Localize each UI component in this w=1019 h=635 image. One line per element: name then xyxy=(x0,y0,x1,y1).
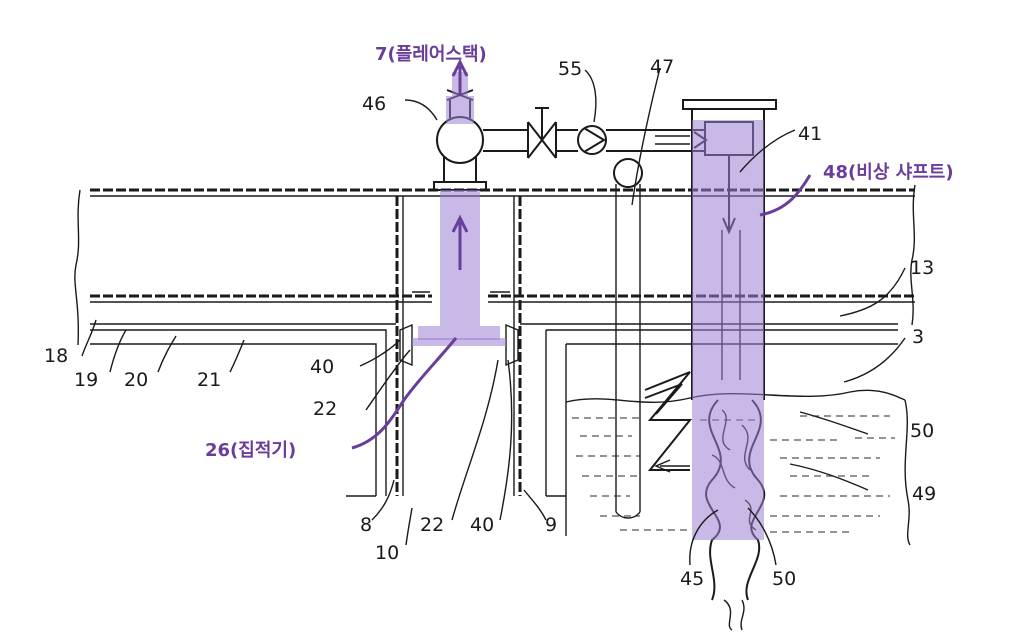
label-10: 10 xyxy=(375,542,399,564)
label-13: 13 xyxy=(910,257,934,279)
compartment-walls xyxy=(395,196,522,496)
label-8: 8 xyxy=(360,514,372,536)
label-49: 49 xyxy=(912,483,936,505)
upper-deck xyxy=(90,188,915,197)
pipe-to-shaft xyxy=(483,107,708,159)
label-46: 46 xyxy=(362,93,386,115)
shaft-highlight xyxy=(692,120,764,540)
label-22-left: 22 xyxy=(313,398,337,420)
label-41: 41 xyxy=(798,123,822,145)
label-21: 21 xyxy=(197,369,221,391)
label-50-right: 50 xyxy=(910,420,934,442)
label-40-left: 40 xyxy=(310,356,334,378)
label-18: 18 xyxy=(44,345,68,367)
label-47: 47 xyxy=(650,56,674,78)
label-45: 45 xyxy=(680,568,704,590)
middle-deck xyxy=(90,291,915,303)
label-40-bottom: 40 xyxy=(470,514,494,536)
zigzag-baffle xyxy=(644,371,693,471)
right-wall-break xyxy=(904,184,916,546)
label-emergency-shaft: 48(비상 샤프트) xyxy=(823,162,954,183)
label-collector: 26(집적기) xyxy=(205,440,296,461)
lower-structure-left xyxy=(90,323,396,497)
label-flare-stack: 7(플레어스택) xyxy=(375,44,487,65)
flow-arrows xyxy=(451,58,690,473)
label-9: 9 xyxy=(545,514,557,536)
label-3: 3 xyxy=(912,326,924,348)
left-wall-break xyxy=(74,189,81,346)
label-19: 19 xyxy=(74,369,98,391)
annotation-leaders xyxy=(351,174,812,450)
label-50-bottom: 50 xyxy=(772,568,796,590)
riser-pipe-47 xyxy=(613,158,643,519)
label-22-bottom: 22 xyxy=(420,514,444,536)
knockout-drum-46 xyxy=(433,116,487,191)
leader-lines xyxy=(81,67,906,566)
label-20: 20 xyxy=(124,369,148,391)
label-55: 55 xyxy=(558,58,582,80)
